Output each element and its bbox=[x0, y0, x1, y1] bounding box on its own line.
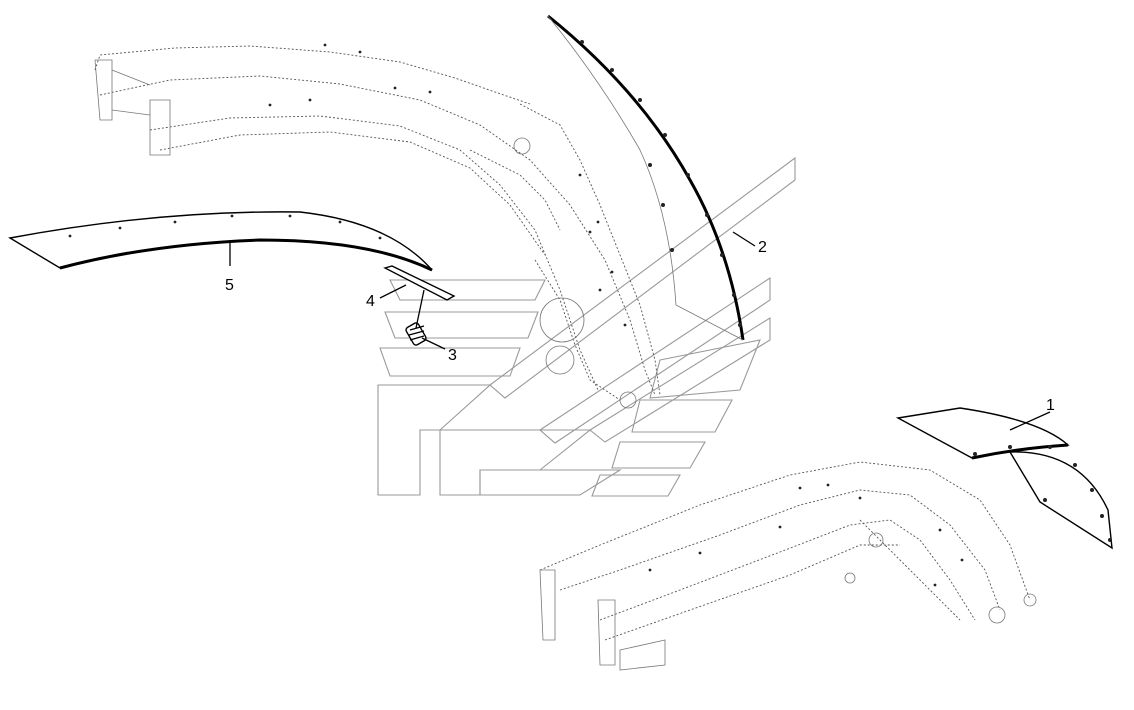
leader-4b bbox=[415, 289, 425, 329]
flap-holes bbox=[973, 445, 1112, 542]
part-5-strip bbox=[8, 211, 433, 272]
callout-5: 5 bbox=[225, 277, 234, 294]
part-4-plate bbox=[383, 265, 456, 301]
leader-1 bbox=[1009, 411, 1051, 431]
leader-2 bbox=[732, 231, 756, 247]
part-3-screw bbox=[405, 322, 427, 346]
callout-leaders bbox=[229, 231, 1051, 431]
leader-3 bbox=[421, 337, 446, 350]
rivet-holes-upper bbox=[268, 43, 627, 327]
callout-labels: 1 2 3 4 5 bbox=[225, 239, 1055, 414]
watermark-logo bbox=[377, 156, 796, 497]
callout-4: 4 bbox=[366, 293, 375, 310]
callout-2: 2 bbox=[758, 239, 767, 256]
fender-assembly-lower bbox=[539, 461, 1037, 671]
callout-3: 3 bbox=[448, 347, 457, 364]
leader-4 bbox=[379, 284, 407, 299]
fender-assembly-upper bbox=[94, 43, 661, 409]
part-1-flap bbox=[895, 407, 1113, 550]
part-2-side-panel bbox=[547, 14, 745, 341]
panel-rivets bbox=[580, 40, 742, 327]
strip-holes bbox=[68, 214, 382, 240]
callout-1: 1 bbox=[1046, 397, 1055, 414]
rivet-holes-lower bbox=[648, 483, 964, 587]
